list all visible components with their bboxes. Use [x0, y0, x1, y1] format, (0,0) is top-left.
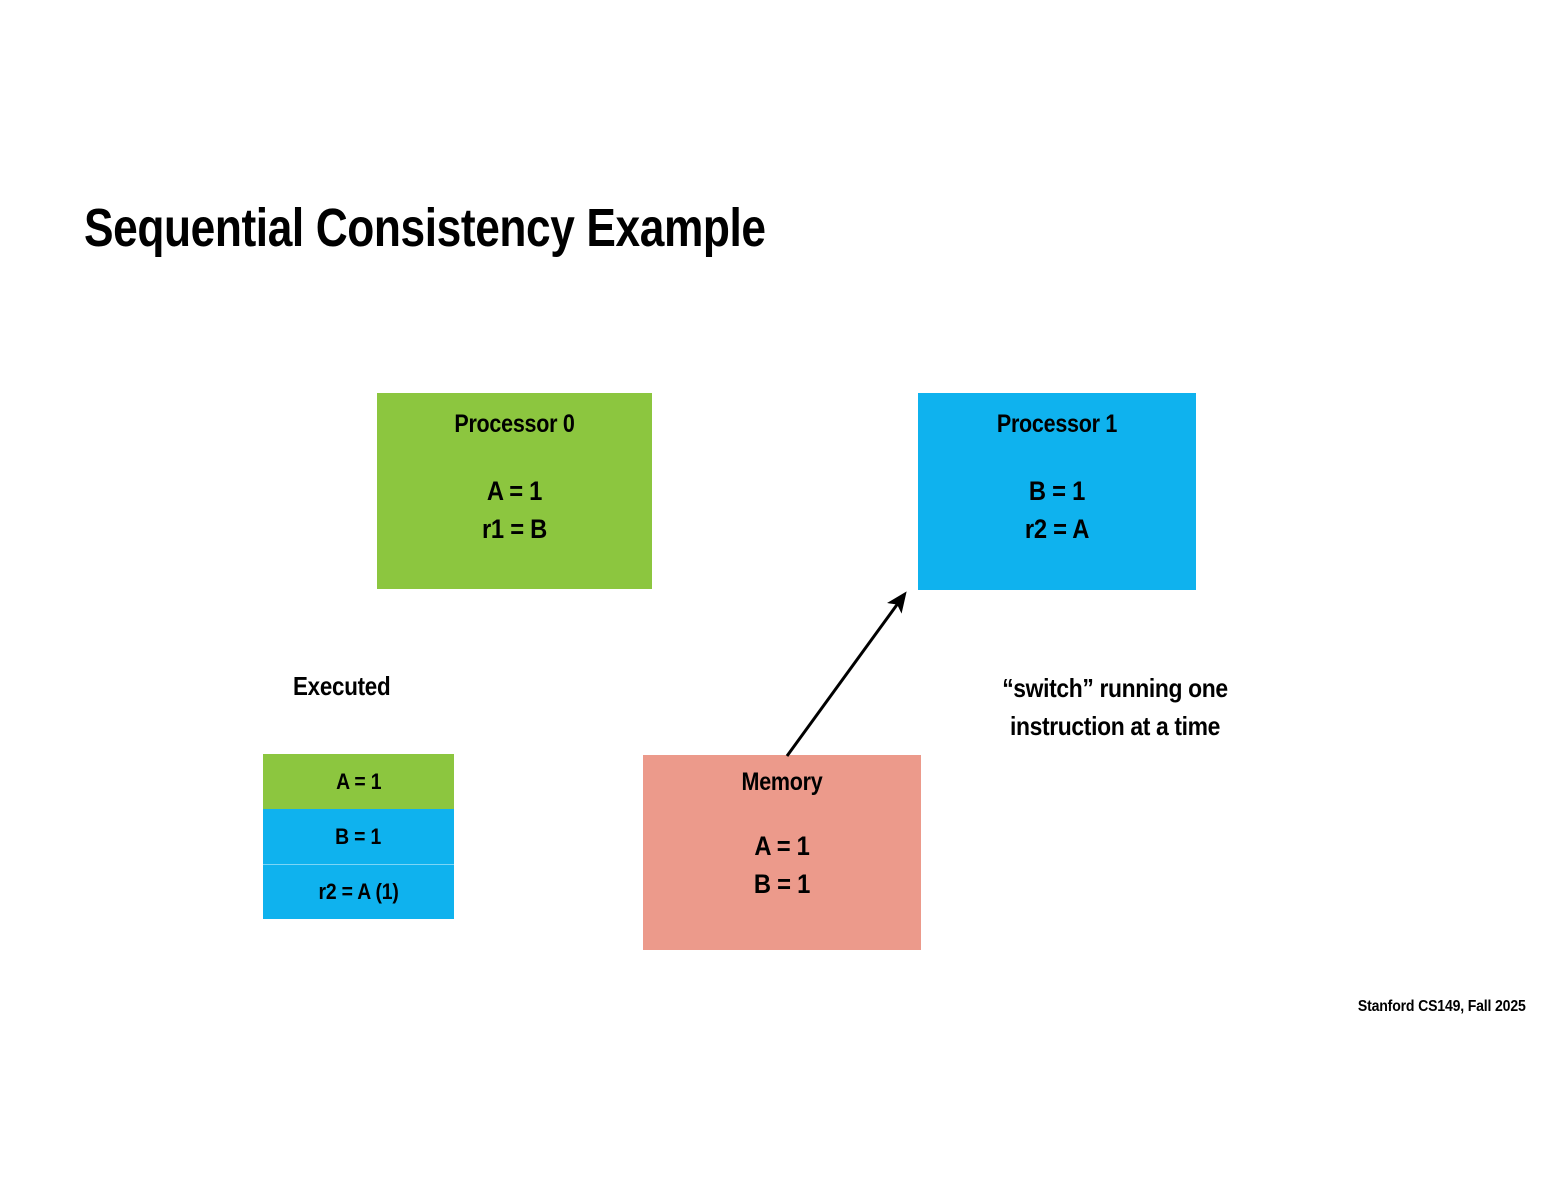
memory-box: Memory A = 1 B = 1	[643, 755, 921, 950]
memory-value-1: A = 1	[754, 830, 810, 861]
memory-title: Memory	[741, 768, 823, 796]
switch-caption: “switch” running one instruction at a ti…	[960, 670, 1270, 745]
processor-1-instruction-1: B = 1	[1028, 475, 1086, 506]
switch-caption-line-1: “switch” running one	[1002, 673, 1228, 703]
switch-caption-line-2: instruction at a time	[1009, 710, 1220, 741]
memory-values: A = 1 B = 1	[643, 827, 921, 904]
page-title: Sequential Consistency Example	[84, 198, 766, 258]
executed-row-text: A = 1	[335, 768, 382, 794]
processor-0-box: Processor 0 A = 1 r1 = B	[377, 393, 652, 589]
processor-0-instructions: A = 1 r1 = B	[377, 472, 652, 549]
processor-1-instruction-2: r2 = A	[1024, 513, 1090, 544]
slide-footer: Stanford CS149, Fall 2025	[1358, 998, 1526, 1015]
executed-row: B = 1	[263, 809, 454, 864]
processor-1-title: Processor 1	[996, 410, 1118, 438]
executed-instruction-stack: A = 1 B = 1 r2 = A (1)	[263, 754, 454, 919]
processor-0-title: Processor 0	[454, 410, 575, 438]
processor-1-box: Processor 1 B = 1 r2 = A	[918, 393, 1196, 590]
processor-0-instruction-1: A = 1	[486, 475, 543, 506]
memory-to-processor-1-arrow-icon	[785, 591, 907, 757]
executed-row: A = 1	[263, 754, 454, 809]
executed-row: r2 = A (1)	[263, 864, 454, 919]
executed-label: Executed	[293, 671, 391, 701]
executed-row-text: r2 = A (1)	[318, 879, 399, 904]
executed-row-text: B = 1	[335, 823, 382, 849]
processor-1-instructions: B = 1 r2 = A	[918, 472, 1196, 549]
processor-0-instruction-2: r1 = B	[481, 513, 548, 544]
memory-value-2: B = 1	[753, 868, 811, 899]
